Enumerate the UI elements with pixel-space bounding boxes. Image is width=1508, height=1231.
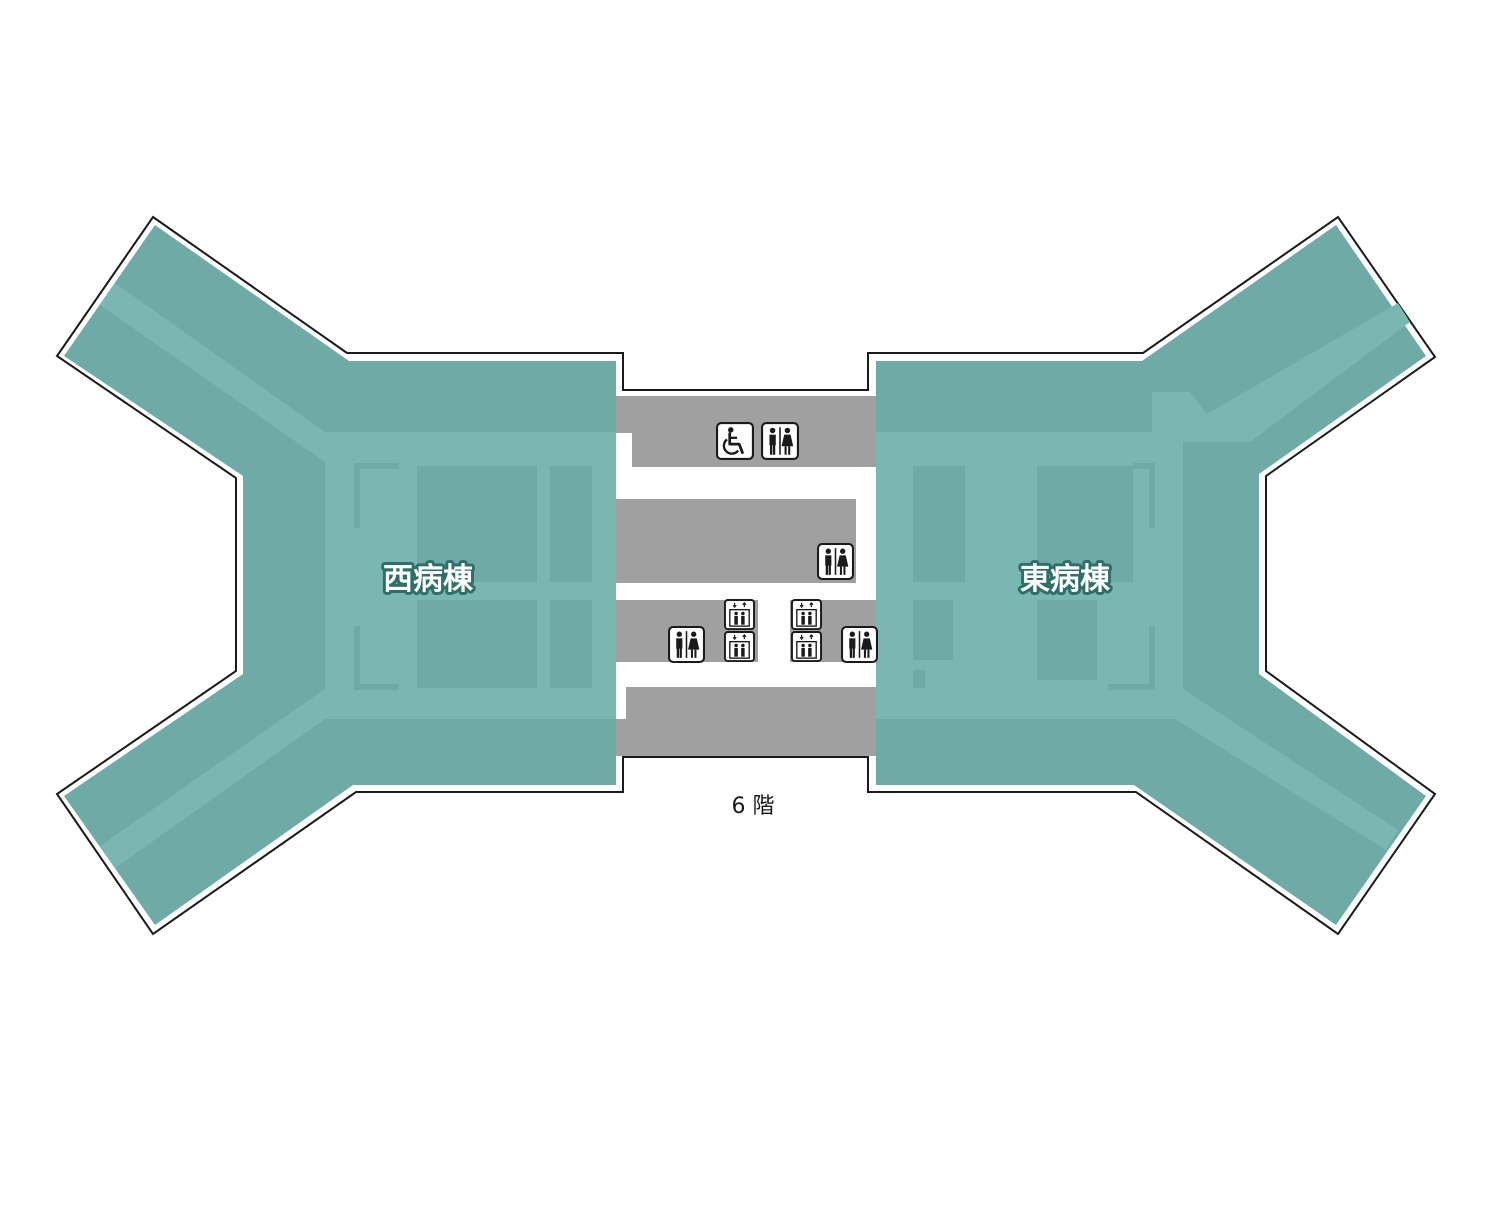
east-room-4 [1037,600,1097,680]
corridor-right [856,467,876,600]
restroom-icon [668,626,705,663]
wheelchair-icon [716,422,754,460]
elevator-icon [791,631,822,662]
west-wing [64,225,616,925]
restroom-icon [817,543,854,580]
corridor-left [616,433,632,499]
east-room-1 [913,466,965,582]
east-wing [876,225,1426,925]
elevator-icon [724,631,755,662]
restroom-icon [761,422,799,460]
east-room-2 [1037,466,1133,582]
corridor-middle [616,583,876,600]
west-room-1 [417,466,537,582]
restroom-icon [841,626,878,663]
corridor-left-lower [616,662,626,719]
elevator-icon [724,599,755,630]
west-room-2 [550,466,592,582]
corridor-lower [624,662,882,687]
floor-label: 6 階 [732,794,775,819]
corridor-upper [632,467,882,499]
west-wing-label: 西病棟 [383,562,474,597]
west-room-3 [417,600,537,688]
elevator-icon [791,599,822,630]
west-room-4 [550,600,592,688]
corridor-elevator-hall [758,600,790,662]
east-wing-label: 東病棟 [1020,562,1111,597]
east-room-3 [913,600,953,660]
